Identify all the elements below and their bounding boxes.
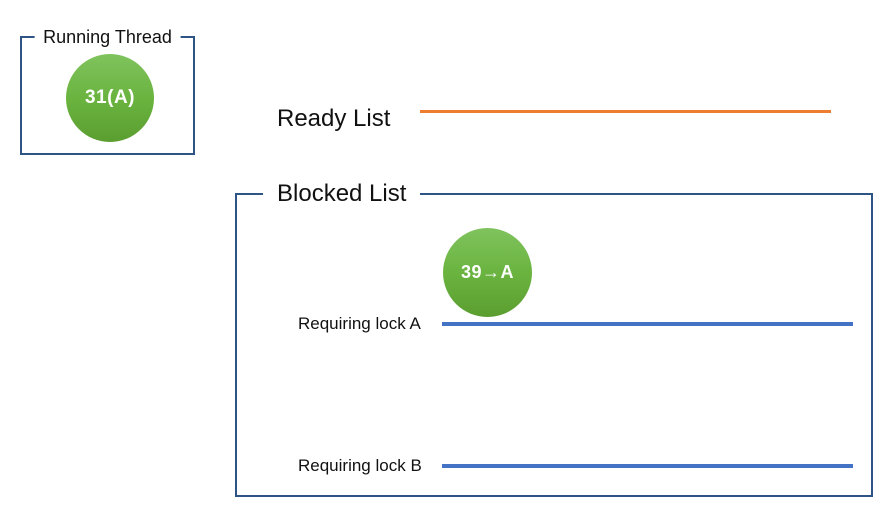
running-thread-node: 31(A) <box>66 54 154 142</box>
blocked-list-box: Blocked List <box>235 179 873 497</box>
blocked-thread-node: 39→A <box>443 228 532 317</box>
blocked-thread-node-label: 39→A <box>460 262 515 282</box>
blocked-list-box-label: Blocked List <box>263 179 421 209</box>
running-thread-node-label: 31(A) <box>84 87 135 108</box>
ready-list-label: Ready List <box>277 105 391 132</box>
lock-b-queue-label: Requiring lock B <box>298 456 422 475</box>
lock-b-queue-line <box>442 464 853 468</box>
lock-a-queue-label: Requiring lock A <box>298 314 421 333</box>
running-thread-box-label: Running Thread <box>34 25 181 49</box>
ready-list-line <box>420 110 831 113</box>
running-thread-box: Running Thread <box>20 25 195 155</box>
lock-a-queue-line <box>442 322 853 326</box>
